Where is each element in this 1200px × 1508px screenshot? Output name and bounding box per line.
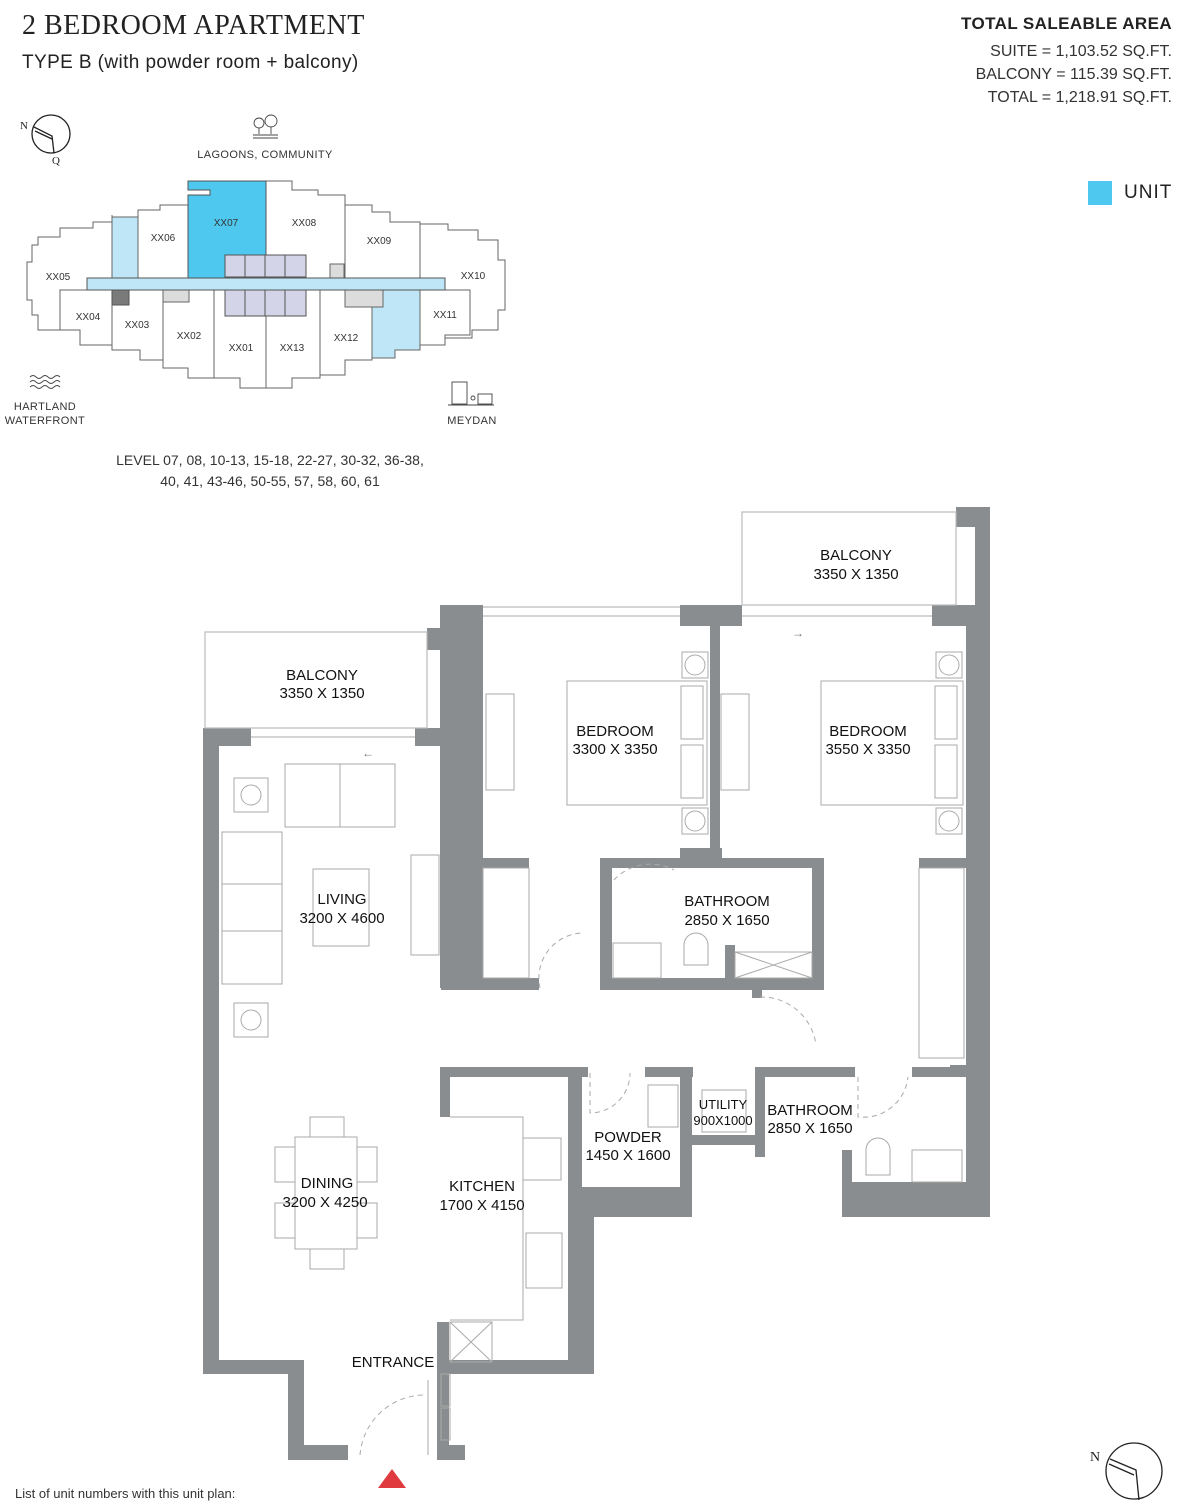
dining-name: DINING [301, 1175, 354, 1192]
bedroom2-dims: 3550 X 3350 [825, 741, 910, 758]
landmark-meydan: MEYDAN [447, 415, 497, 427]
unit-list-label: List of unit numbers with this unit plan… [15, 1486, 236, 1501]
unit-xx12: XX12 [334, 333, 359, 344]
unit-xx13: XX13 [280, 343, 305, 354]
saleable-area-panel: TOTAL SALEABLE AREA SUITE = 1,103.52 SQ.… [961, 14, 1172, 109]
area-heading: TOTAL SALEABLE AREA [961, 14, 1172, 33]
utility-name: UTILITY [699, 1097, 748, 1112]
unit-xx01: XX01 [229, 343, 254, 354]
powder-name: POWDER [594, 1129, 662, 1146]
bedroom1-dims: 3300 X 3350 [572, 741, 657, 758]
compass-bottom-north: N [1090, 1450, 1100, 1465]
balcony-right-dims: 3350 X 1350 [813, 566, 898, 583]
city-building-icon [448, 381, 494, 406]
bathroom1-dims: 2850 X 1650 [684, 912, 769, 929]
unit-xx02: XX02 [177, 331, 202, 342]
area-suite: SUITE = 1,103.52 SQ.FT. [990, 43, 1172, 60]
living-dims: 3200 X 4600 [299, 910, 384, 927]
balcony-left-name: BALCONY [286, 667, 358, 684]
landmark-hartland-2: WATERFRONT [4, 415, 86, 427]
levels-line-1: LEVEL 07, 08, 10-13, 15-18, 22-27, 30-32… [116, 452, 424, 468]
legend: UNIT [1088, 181, 1172, 205]
compass-icon: N Q [20, 114, 71, 167]
utility-dims: 900X1000 [693, 1113, 752, 1128]
compass-south: Q [52, 155, 60, 167]
lagoons-icon [253, 114, 278, 139]
bedroom2-name: BEDROOM [829, 723, 907, 740]
key-plan: XX05 XX06 XX07 XX08 XX09 XX10 XX04 XX03 … [26, 114, 506, 406]
levels-line-2: 40, 41, 43-46, 50-55, 57, 58, 60, 61 [160, 473, 380, 489]
unit-xx06: XX06 [151, 233, 176, 244]
balcony-left-dims: 3350 X 1350 [279, 685, 364, 702]
slide-arrow-right-icon: → [792, 626, 804, 640]
unit-xx05: XX05 [46, 272, 71, 283]
kitchen-name: KITCHEN [449, 1178, 515, 1195]
unit-xx03: XX03 [125, 320, 150, 331]
levels-list: LEVEL 07, 08, 10-13, 15-18, 22-27, 30-32… [80, 450, 460, 492]
unit-xx07: XX07 [214, 218, 239, 229]
page-title: 2 BEDROOM APARTMENT [22, 10, 365, 41]
bedroom1-name: BEDROOM [576, 723, 654, 740]
area-balcony: BALCONY = 115.39 SQ.FT. [975, 66, 1172, 83]
balcony-right-name: BALCONY [820, 547, 892, 564]
bathroom1-name: BATHROOM [684, 893, 770, 910]
kitchen-dims: 1700 X 4150 [439, 1197, 524, 1214]
compass-north: N [20, 120, 28, 132]
unit-xx08: XX08 [292, 218, 317, 229]
powder-dims: 1450 X 1600 [585, 1147, 670, 1164]
entrance-name: ENTRANCE [352, 1354, 435, 1371]
bathroom2-dims: 2850 X 1650 [767, 1120, 852, 1137]
unit-swatch [1088, 181, 1112, 205]
bathroom2-name: BATHROOM [767, 1102, 853, 1119]
living-name: LIVING [317, 891, 366, 908]
landmark-lagoons: LAGOONS, COMMUNITY [197, 149, 333, 161]
area-total: TOTAL = 1,218.91 SQ.FT. [987, 89, 1172, 106]
unit-xx09: XX09 [367, 236, 392, 247]
unit-xx11: XX11 [433, 310, 457, 321]
legend-label: UNIT [1124, 182, 1173, 203]
waves-icon [29, 375, 61, 389]
page-subtitle: TYPE B (with powder room + balcony) [22, 52, 359, 73]
compass-bottom-icon: N [1090, 1442, 1163, 1501]
slide-arrow-left-icon: ← [362, 746, 374, 760]
unit-xx10: XX10 [461, 271, 486, 282]
entry-marker-icon [378, 1469, 406, 1488]
landmark-hartland-1: HARTLAND [13, 401, 77, 413]
dining-dims: 3200 X 4250 [282, 1194, 367, 1211]
unit-xx04: XX04 [76, 312, 101, 323]
